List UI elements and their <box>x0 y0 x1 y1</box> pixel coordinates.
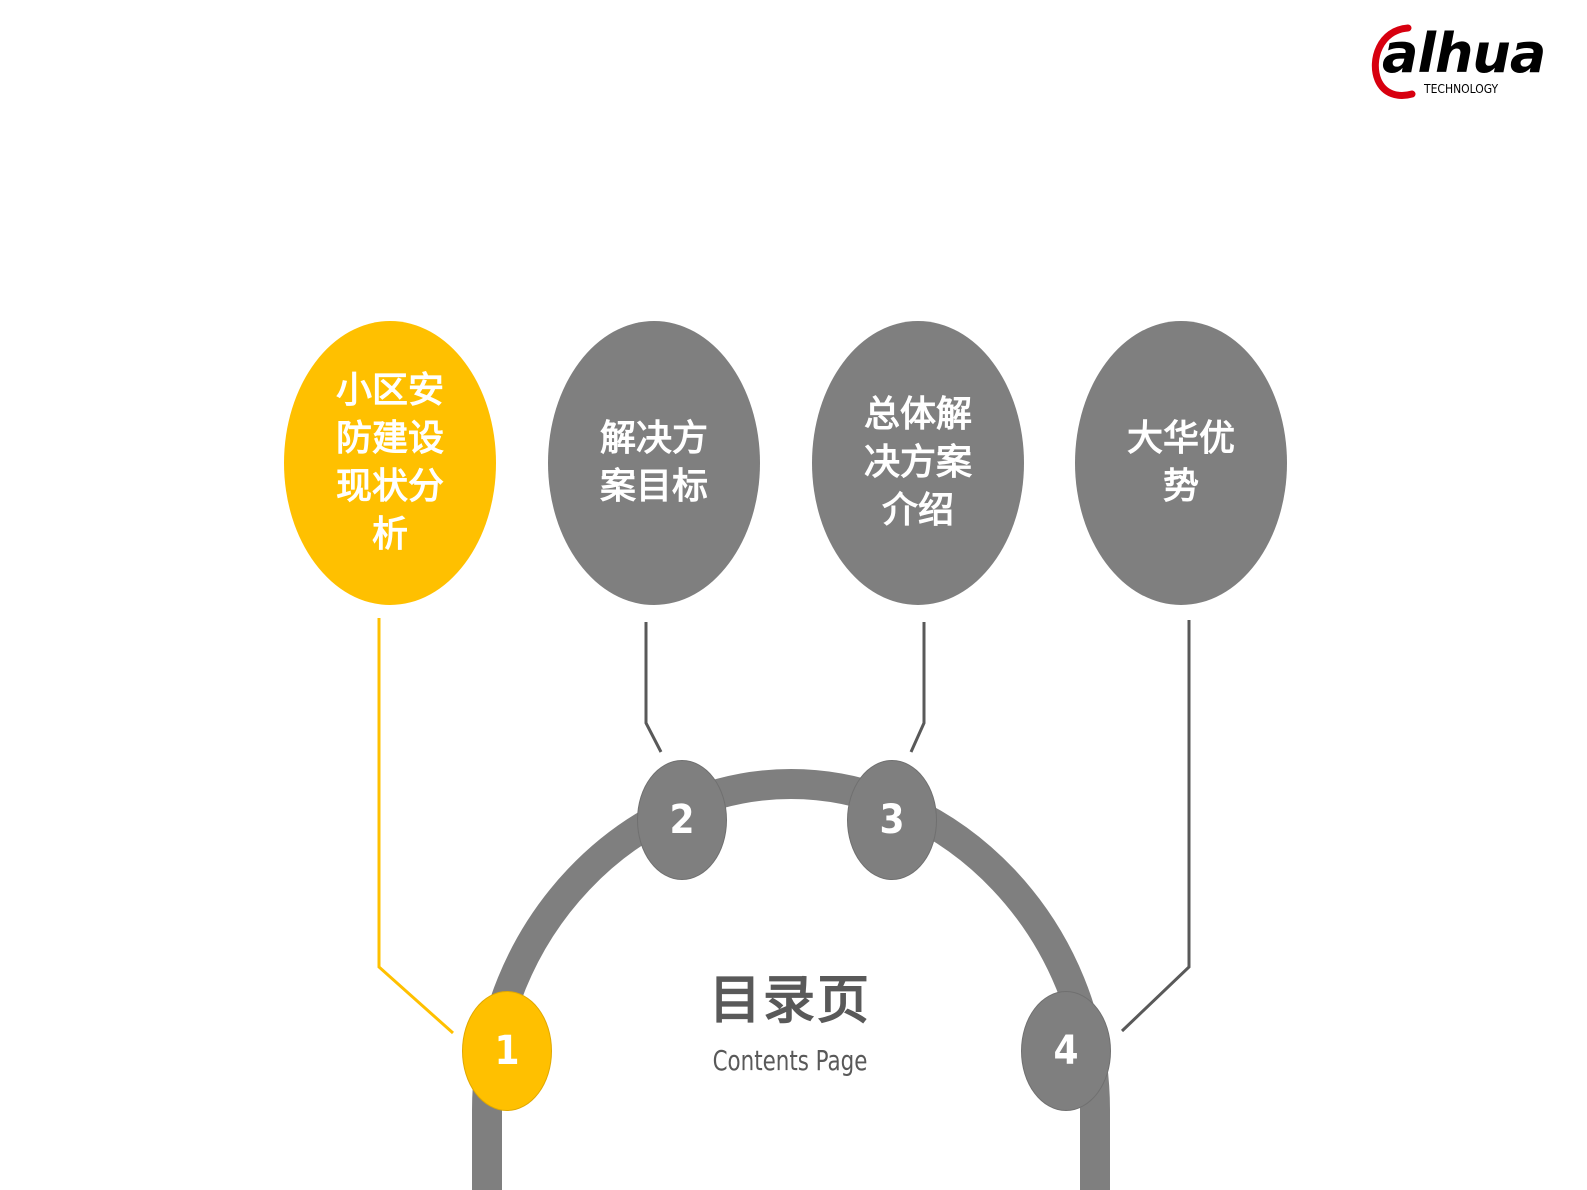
topic-bubble-1[interactable]: 小区安防建设现状分析 <box>284 321 496 605</box>
step-number-1: 1 <box>494 1028 520 1074</box>
topic-bubble-3[interactable]: 总体解决方案介绍 <box>812 321 1024 605</box>
connector-line-3 <box>909 622 926 753</box>
contents-subtitle: Contents Page <box>712 1044 868 1077</box>
step-node-1[interactable]: 1 <box>462 991 552 1111</box>
step-number-2: 2 <box>669 797 695 843</box>
connector-line-2 <box>644 622 663 753</box>
dahua-logo: alhua TECHNOLOGY <box>1368 20 1558 100</box>
step-node-4[interactable]: 4 <box>1021 991 1111 1111</box>
topic-label-3: 总体解决方案介绍 <box>863 394 972 531</box>
logo-tagline: TECHNOLOGY <box>1424 82 1499 96</box>
contents-title: 目录页 <box>708 971 871 1031</box>
main-arc <box>472 768 1110 1190</box>
step-node-3[interactable]: 3 <box>847 760 937 880</box>
step-number-4: 4 <box>1053 1028 1079 1074</box>
logo-wordmark: alhua <box>1382 22 1546 85</box>
topic-label-1: 小区安防建设现状分析 <box>335 370 444 555</box>
topic-label-2: 解决方案目标 <box>599 418 708 507</box>
topic-bubble-2[interactable]: 解决方案目标 <box>548 321 760 605</box>
topic-bubble-4[interactable]: 大华优势 <box>1075 321 1287 605</box>
topic-label-4: 大华优势 <box>1126 418 1235 507</box>
step-node-2[interactable]: 2 <box>637 760 727 880</box>
connector-line-4 <box>1120 620 1191 1033</box>
connector-line-1 <box>377 618 454 1035</box>
logo-swoosh-icon <box>1371 24 1416 99</box>
step-number-3: 3 <box>879 797 905 843</box>
